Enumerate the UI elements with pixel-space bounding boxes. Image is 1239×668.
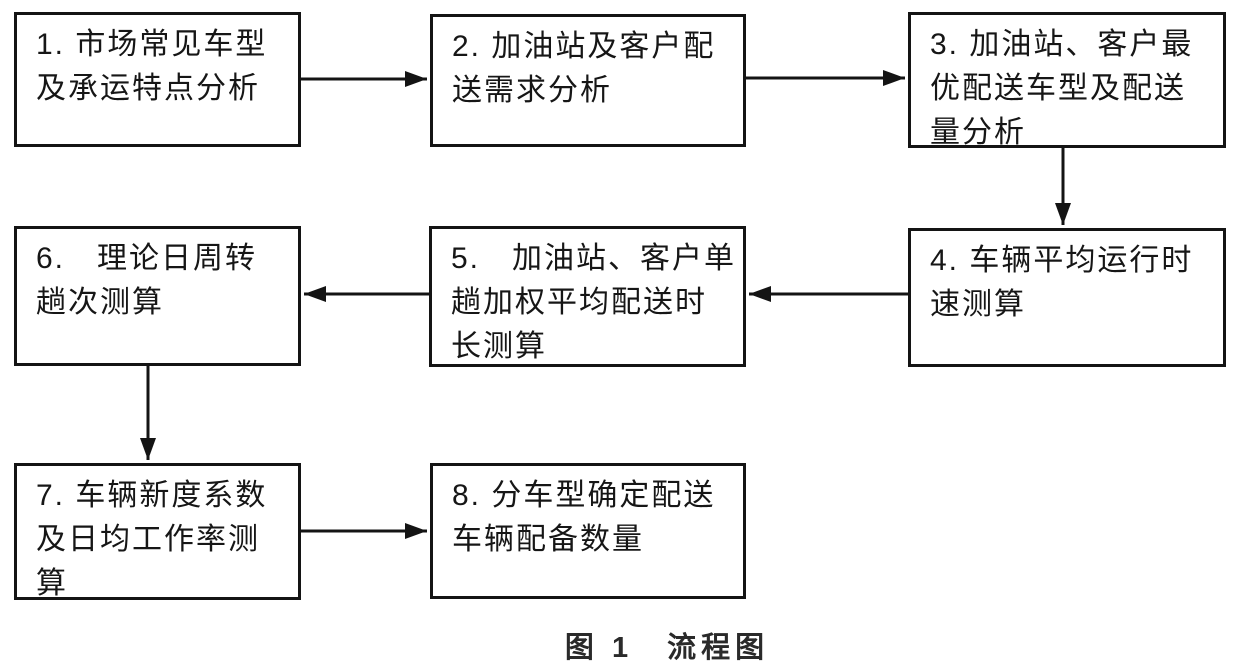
flowchart-node-8: 8. 分车型确定配送 车辆配备数量	[430, 463, 746, 599]
flowchart-node-2: 2. 加油站及客户配 送需求分析	[430, 14, 746, 147]
flowchart-node-6: 6. 理论日周转 趟次测算	[14, 226, 301, 366]
flowchart-node-5: 5. 加油站、客户单 趟加权平均配送时 长测算	[429, 226, 746, 367]
flowchart-node-4: 4. 车辆平均运行时 速测算	[908, 228, 1226, 367]
flowchart-node-1: 1. 市场常见车型 及承运特点分析	[14, 12, 301, 147]
flowchart-node-7: 7. 车辆新度系数 及日均工作率测 算	[14, 463, 301, 600]
flowchart-node-3: 3. 加油站、客户最 优配送车型及配送 量分析	[908, 12, 1226, 149]
figure-caption: 图 1 流程图	[564, 632, 770, 664]
